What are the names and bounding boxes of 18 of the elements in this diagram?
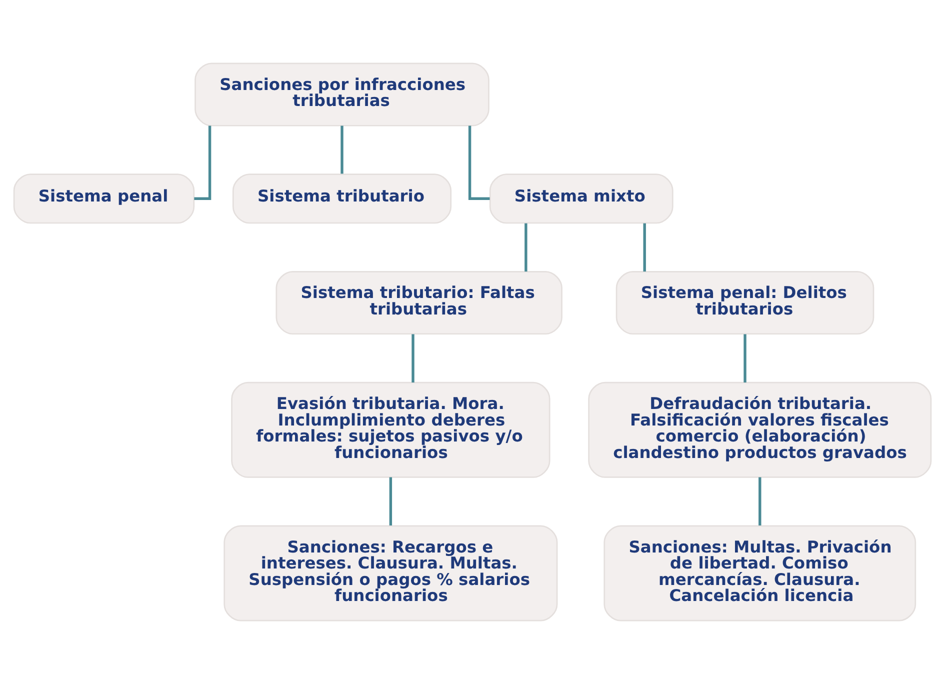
node-box: Sistema penal: Delitos tributarios xyxy=(616,271,874,335)
node-box: Evasión tributaria. Mora. Inclumplimiento deberes formales: sujetos pasivos y/o funcionarios xyxy=(231,382,550,478)
node-box: Defraudación tributaria. Falsificación valores fiscales comercio (elaboración) clandestino productos gravados xyxy=(588,382,932,478)
node-box: Sanciones por infracciones tributarias xyxy=(194,62,490,126)
connector xyxy=(643,223,646,272)
node-box: Sanciones: Recargos e intereses. Clausura. Multas. Suspensión o pagos % salarios funcionarios xyxy=(224,525,558,622)
connector xyxy=(389,477,392,526)
node-box: Sistema mixto xyxy=(489,174,674,224)
node-box: Sanciones: Multas. Privación de libertad. Comiso mercancías. Clausura. Cancelación licencia xyxy=(604,525,916,622)
connector xyxy=(468,126,490,200)
node-box: Sistema penal xyxy=(13,174,195,224)
connector xyxy=(744,334,746,382)
connector xyxy=(524,223,528,272)
node-box: Sistema tributario: Faltas tributarias xyxy=(276,271,562,335)
node-box: Sistema tributario xyxy=(232,174,452,224)
connector xyxy=(412,334,414,382)
connector xyxy=(340,126,344,174)
connector xyxy=(758,477,762,526)
